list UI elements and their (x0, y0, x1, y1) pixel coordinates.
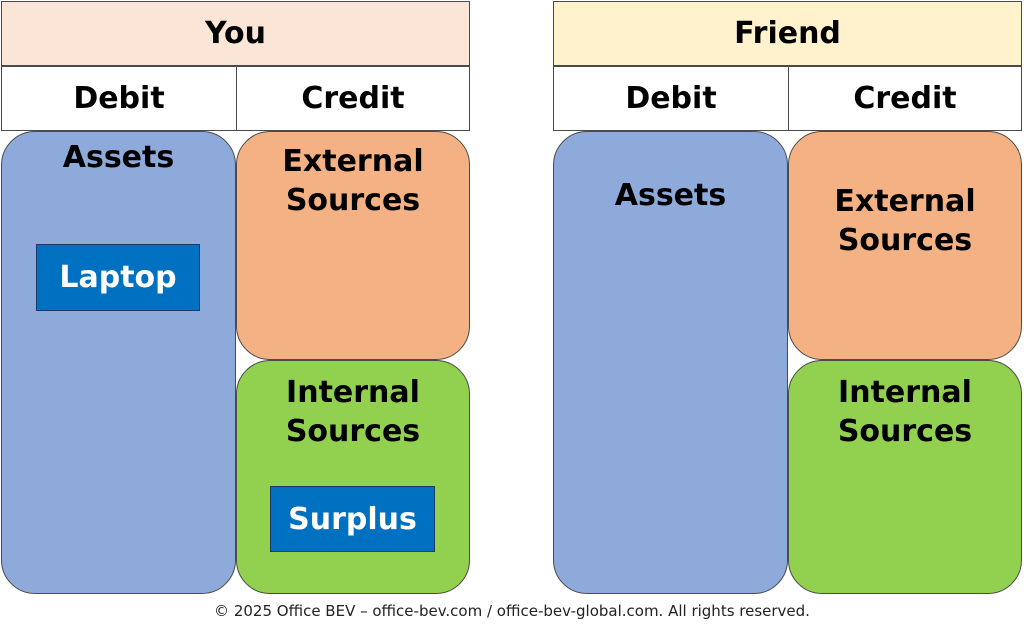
friend-internal-label-line1: Internal (838, 375, 972, 410)
friend-debit-header: Debit (553, 66, 789, 131)
you-surplus-item: Surplus (270, 486, 435, 552)
you-external-label-line2: Sources (285, 183, 421, 218)
you-assets-box: Assets (1, 131, 236, 594)
you-external-label-line1: External (282, 144, 424, 179)
friend-title: Friend (734, 16, 841, 51)
you-credit-label: Credit (301, 81, 405, 116)
you-title-header: You (1, 1, 470, 66)
you-debit-label: Debit (73, 81, 165, 116)
you-surplus-label: Surplus (288, 501, 417, 537)
friend-title-header: Friend (553, 1, 1022, 66)
copyright-footer: © 2025 Office BEV – office-bev.com / off… (214, 602, 810, 620)
you-credit-header: Credit (236, 66, 470, 131)
you-external-sources-box: External Sources (236, 131, 470, 360)
friend-external-label-line1: External (834, 184, 976, 219)
you-internal-label-line2: Sources (285, 414, 421, 449)
friend-credit-header: Credit (788, 66, 1022, 131)
friend-credit-label: Credit (853, 81, 957, 116)
you-internal-label-line1: Internal (286, 375, 420, 410)
friend-assets-box: Assets (553, 131, 788, 594)
friend-internal-label-line2: Sources (837, 414, 973, 449)
friend-internal-sources-box: Internal Sources (788, 360, 1022, 594)
you-laptop-label: Laptop (59, 260, 177, 295)
friend-external-sources-box: External Sources (788, 131, 1022, 360)
you-laptop-item: Laptop (36, 244, 200, 311)
you-title: You (205, 16, 266, 51)
friend-assets-label: Assets (614, 178, 727, 213)
you-debit-header: Debit (1, 66, 237, 131)
you-assets-label: Assets (62, 140, 175, 175)
you-internal-sources-box: Internal Sources (236, 360, 470, 594)
friend-debit-label: Debit (625, 81, 717, 116)
friend-external-label-line2: Sources (837, 223, 973, 258)
